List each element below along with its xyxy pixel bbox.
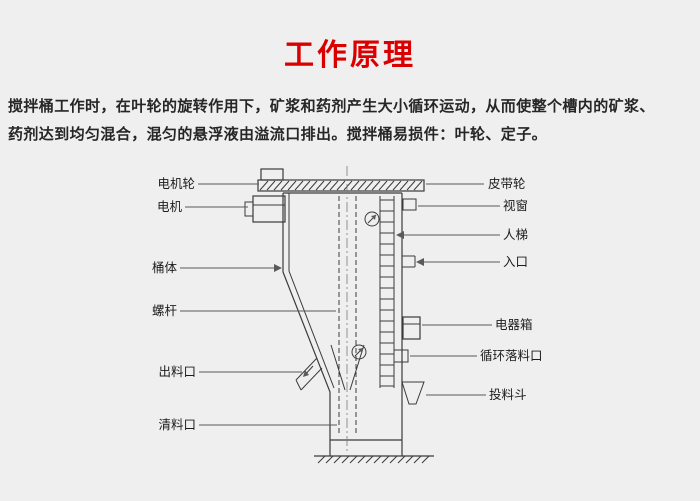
motor-pulley-housing bbox=[260, 168, 284, 181]
leader-arrow bbox=[396, 231, 404, 239]
description-line-1: 搅拌桶工作时，在叶轮的旋转作用下，矿浆和药剂产生大小循环运动，从而使整个槽内的矿… bbox=[8, 97, 655, 115]
label-feed-hopper: 投料斗 bbox=[489, 387, 527, 402]
belt-guard-hatch bbox=[259, 180, 423, 191]
flow-circle-top bbox=[364, 211, 380, 227]
label-inlet: 入口 bbox=[503, 254, 528, 269]
tank-inner-wall bbox=[288, 193, 335, 389]
leader-arrow bbox=[416, 258, 424, 266]
motor-box bbox=[252, 195, 286, 223]
circulation-port bbox=[393, 349, 409, 363]
label-belt-pulley: 皮带轮 bbox=[488, 176, 526, 191]
label-ladder: 人梯 bbox=[503, 227, 528, 242]
flow-circle-bottom bbox=[351, 344, 367, 360]
label-motor: 电机 bbox=[157, 199, 183, 214]
belt-guard bbox=[257, 179, 425, 192]
label-clean-outlet: 清料口 bbox=[158, 417, 196, 432]
discharge-pipe bbox=[295, 357, 323, 391]
leader-arrow bbox=[274, 264, 282, 272]
description-line-2: 药剂达到均匀混合，混匀的悬浮液由溢流口排出。搅拌桶易损件：叶轮、定子。 bbox=[8, 125, 548, 143]
label-screw: 螺杆 bbox=[152, 303, 178, 318]
motor-side-box bbox=[244, 201, 254, 217]
label-tank-body: 桶体 bbox=[152, 260, 178, 275]
electric-box bbox=[402, 316, 421, 340]
label-circulation-outlet: 循环落料口 bbox=[480, 348, 543, 363]
page-title: 工作原理 bbox=[284, 38, 416, 73]
tank-outline bbox=[282, 192, 434, 457]
label-discharge-outlet: 出料口 bbox=[158, 364, 196, 379]
label-electric-box: 电器箱 bbox=[495, 317, 533, 332]
label-window: 视窗 bbox=[503, 198, 528, 213]
feed-hopper-shape bbox=[401, 381, 425, 405]
label-motor-pulley: 电机轮 bbox=[157, 176, 195, 191]
ground-hatch bbox=[317, 455, 430, 464]
ladder bbox=[379, 196, 395, 388]
inlet-stub bbox=[402, 255, 416, 268]
viewing-window-box bbox=[402, 198, 417, 211]
